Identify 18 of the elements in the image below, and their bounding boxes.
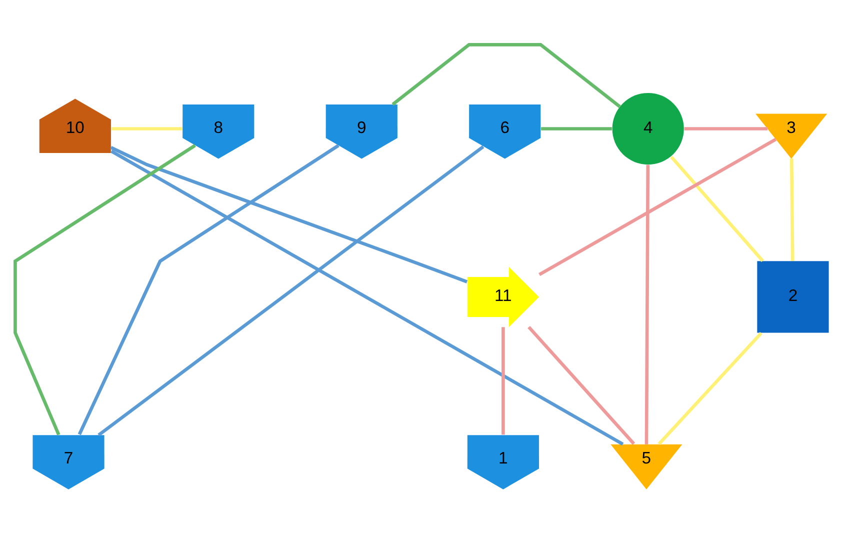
connector <box>684 126 768 130</box>
connector <box>644 164 650 444</box>
connector <box>14 144 196 435</box>
connector <box>111 126 182 130</box>
connector <box>658 332 762 445</box>
connector <box>110 149 624 446</box>
node-box: 2 <box>757 260 829 332</box>
connector <box>110 146 468 283</box>
node-circle: 4 <box>612 92 684 164</box>
connector <box>790 158 794 260</box>
connector <box>78 144 340 435</box>
connector <box>392 42 621 108</box>
connector <box>541 126 612 130</box>
connector <box>528 325 636 444</box>
connector <box>538 137 777 276</box>
connector <box>670 155 764 262</box>
connector <box>502 326 505 434</box>
connector <box>98 144 484 436</box>
